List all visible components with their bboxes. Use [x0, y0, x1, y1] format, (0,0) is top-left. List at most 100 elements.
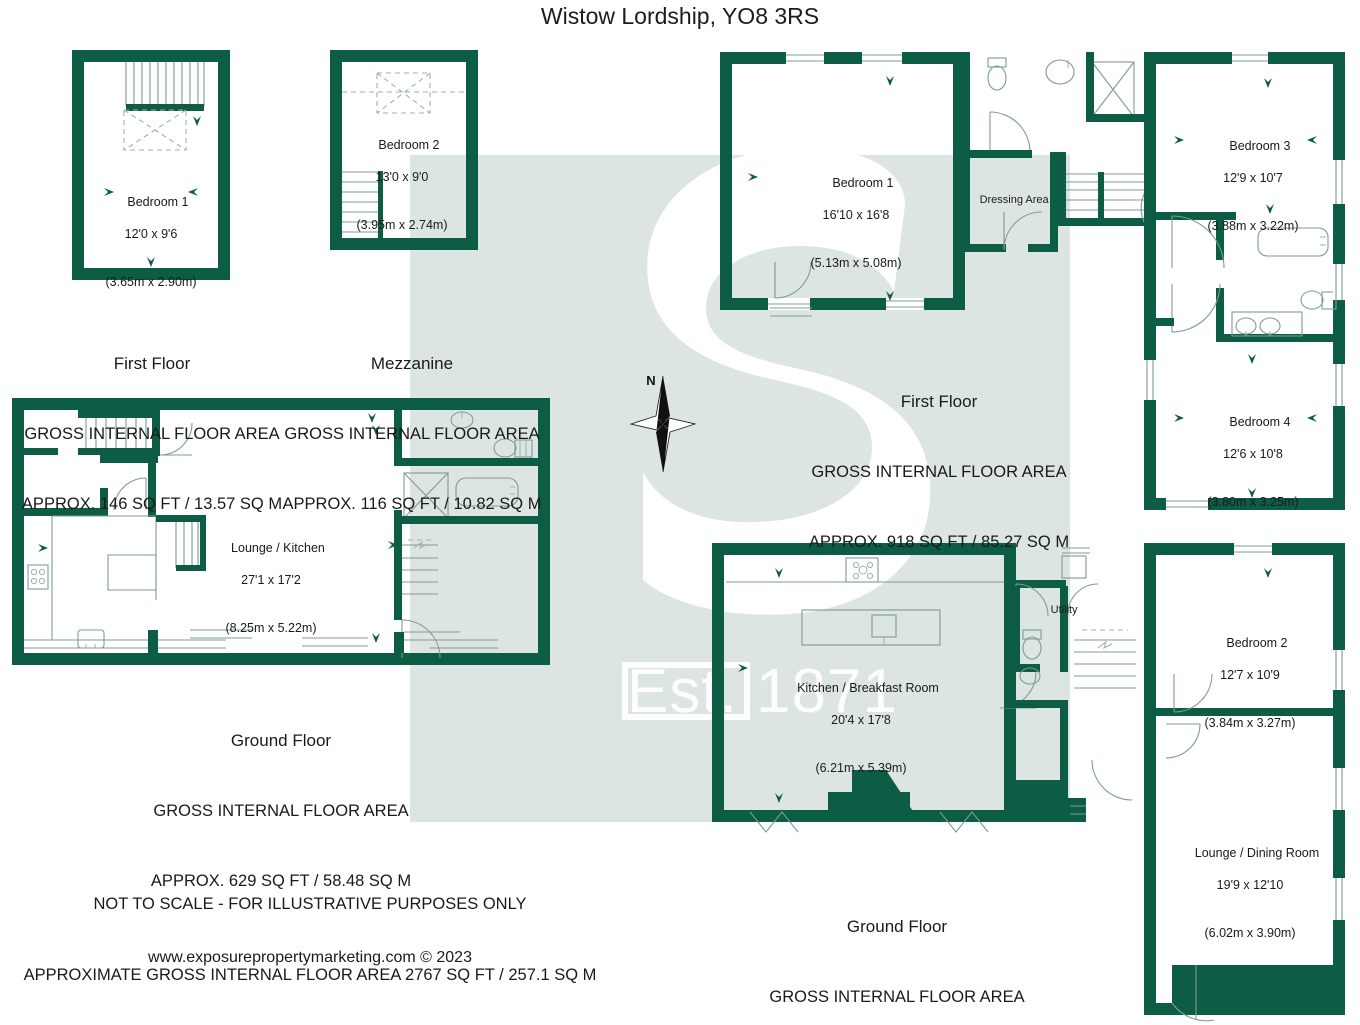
caption-line-3: APPROX. 146 SQ FT / 13.57 SQ M — [21, 495, 283, 514]
caption-first-floor-annexe: First Floor GROSS INTERNAL FLOOR AREA AP… — [22, 305, 282, 563]
caption-line-2: GROSS INTERNAL FLOOR AREA — [153, 801, 409, 820]
room-dims-imperial: 27'1 x 17'2 — [241, 573, 301, 587]
room-name: Utility — [1050, 604, 1078, 617]
void-marking — [123, 109, 187, 151]
room-name: Lounge / Dining Room — [1194, 846, 1320, 860]
room-label-bedroom-1-annexe: Bedroom 1 12'0 x 9'6 (3.65m x 2.90m) — [105, 178, 196, 322]
caption-line-2: GROSS INTERNAL FLOOR AREA — [24, 424, 280, 443]
caption-title: Mezzanine — [370, 353, 454, 373]
room-dims-metric: (6.02m x 3.90m) — [1204, 926, 1296, 940]
room-dims-imperial: 19'9 x 12'10 — [1216, 878, 1284, 892]
twin-basin-fixture — [1231, 311, 1303, 337]
bath-fixture — [1257, 227, 1329, 257]
room-label-bedroom-4: Bedroom 4 12'6 x 10'8 (3.80m x 3.25m) — [1207, 398, 1298, 542]
bath-fixture — [455, 477, 519, 507]
room-dims-metric: (3.88m x 3.22m) — [1207, 219, 1299, 233]
staircase-right — [402, 539, 438, 595]
caption-mezzanine: Mezzanine GROSS INTERNAL FLOOR AREA APPR… — [283, 305, 542, 563]
disclaimer-text: NOT TO SCALE - FOR ILLUSTRATIVE PURPOSES… — [0, 845, 620, 1025]
room-dims-metric: (8.25m x 5.22m) — [225, 621, 317, 635]
room-dims-imperial: 12'9 x 10'7 — [1223, 171, 1283, 185]
watermark-logo-s — [643, 147, 931, 615]
room-label-bedroom-2-mezzanine: Bedroom 2 13'0 x 9'0 (3.95m x 2.74m) — [356, 121, 447, 265]
shower-tray — [1091, 61, 1135, 118]
toilet-fixture — [1022, 629, 1042, 660]
caption-line-3: APPROX. 918 SQ FT / 85.27 SQ M — [808, 533, 1070, 552]
compass-rose-icon — [629, 375, 697, 473]
room-dims-imperial: 20'4 x 17'8 — [831, 713, 891, 727]
compass-north-label: N — [646, 373, 656, 388]
sink-fixture — [77, 629, 105, 649]
basin-fixture — [1045, 59, 1075, 85]
room-name: Lounge / Kitchen — [231, 541, 325, 555]
staircase-landing — [1058, 152, 1147, 227]
plan-ground-floor-annexe — [12, 398, 550, 665]
basin-fixture — [1019, 667, 1041, 685]
room-dims-imperial: 16'10 x 16'8 — [822, 208, 890, 222]
room-label-kitchen-breakfast: Kitchen / Breakfast Room 20'4 x 17'8 (6.… — [783, 664, 939, 808]
hob-fixture — [27, 564, 49, 590]
room-label-dressing-area: Dressing Area — [967, 179, 1049, 221]
toilet-fixture — [987, 57, 1007, 91]
room-name: Dressing Area — [979, 194, 1049, 207]
room-name: Bedroom 1 — [832, 176, 894, 190]
room-dims-metric: (3.65m x 2.90m) — [105, 275, 197, 289]
room-dims-metric: (5.13m x 5.08m) — [810, 256, 902, 270]
staircase — [125, 62, 205, 111]
staircase — [342, 171, 383, 238]
toilet-fixture — [1300, 290, 1337, 310]
kitchen-island — [801, 609, 941, 646]
caption-line-2: GROSS INTERNAL FLOOR AREA — [284, 424, 540, 443]
room-dims-imperial: 13'0 x 9'0 — [375, 170, 429, 184]
caption-line-3: APPROX. 629 SQ FT / 58.48 SQ M — [150, 872, 412, 891]
disclaimer-line-2: APPROXIMATE GROSS INTERNAL FLOOR AREA 27… — [23, 965, 597, 984]
room-dims-metric: (3.84m x 3.27m) — [1204, 716, 1296, 730]
room-label-bedroom-2-main: Bedroom 2 12'7 x 10'9 (3.84m x 3.27m) — [1204, 619, 1295, 763]
website-credit: www.exposurepropertymarketing.com © 2023 — [148, 949, 472, 966]
plan-mezzanine — [330, 50, 478, 250]
room-dims-imperial: 12'6 x 10'8 — [1223, 447, 1283, 461]
room-name: Bedroom 2 — [1226, 636, 1288, 650]
staircase-lower — [78, 410, 193, 456]
plan-first-floor-annexe — [72, 50, 230, 280]
staircase-hall — [1074, 629, 1136, 689]
caption-first-floor-main: First Floor GROSS INTERNAL FLOOR AREA AP… — [809, 343, 1069, 601]
room-label-lounge-dining: Lounge / Dining Room 19'9 x 12'10 (6.02m… — [1181, 829, 1319, 973]
room-dims-imperial: 12'0 x 9'6 — [124, 227, 178, 241]
plan-ground-floor-main — [712, 543, 1345, 1022]
caption-title: Ground Floor — [230, 730, 332, 750]
hob-fixture — [845, 557, 879, 583]
room-label-bedroom-3: Bedroom 3 12'9 x 10'7 (3.88m x 3.22m) — [1207, 122, 1298, 266]
disclaimer-line-1: NOT TO SCALE - FOR ILLUSTRATIVE PURPOSES… — [93, 894, 527, 913]
toilet-fixture — [493, 438, 533, 458]
caption-ground-floor-main: Ground Floor GROSS INTERNAL FLOOR AREA A… — [767, 868, 1027, 1025]
room-dims-imperial: 12'7 x 10'9 — [1220, 668, 1280, 682]
room-label-utility: Utility — [1038, 589, 1078, 631]
caption-title: First Floor — [113, 353, 191, 373]
room-dims-metric: (6.21m x 5.39m) — [815, 761, 907, 775]
caption-line-2: GROSS INTERNAL FLOOR AREA — [769, 987, 1025, 1006]
watermark-est-text: Est. 1871 — [622, 657, 897, 726]
room-label-bedroom-1-main: Bedroom 1 16'10 x 16'8 (5.13m x 5.08m) — [810, 159, 901, 303]
wc-fixture — [450, 411, 474, 429]
page-title: Wistow Lordship, YO8 3RS — [540, 3, 820, 29]
bifold-doors — [749, 811, 989, 833]
room-name: Bedroom 4 — [1229, 415, 1291, 429]
room-name: Bedroom 1 — [127, 195, 189, 209]
room-name: Bedroom 2 — [378, 138, 440, 152]
room-dims-metric: (3.80m x 3.25m) — [1207, 495, 1299, 509]
caption-title: First Floor — [900, 391, 978, 411]
room-name: Kitchen / Breakfast Room — [797, 681, 939, 695]
caption-ground-floor-annexe: Ground Floor GROSS INTERNAL FLOOR AREA A… — [151, 682, 411, 940]
caption-title: Ground Floor — [846, 916, 948, 936]
caption-line-2: GROSS INTERNAL FLOOR AREA — [811, 462, 1067, 481]
staircase-upper-right — [156, 515, 206, 571]
room-label-lounge-kitchen: Lounge / Kitchen 27'1 x 17'2 (8.25m x 5.… — [217, 524, 325, 668]
room-dims-metric: (3.95m x 2.74m) — [356, 218, 448, 232]
plan-first-floor-main — [720, 52, 1345, 510]
room-name: Bedroom 3 — [1229, 139, 1291, 153]
utility-appliance — [1061, 547, 1090, 579]
caption-line-3: APPROX. 116 SQ FT / 10.82 SQ M — [282, 495, 542, 514]
